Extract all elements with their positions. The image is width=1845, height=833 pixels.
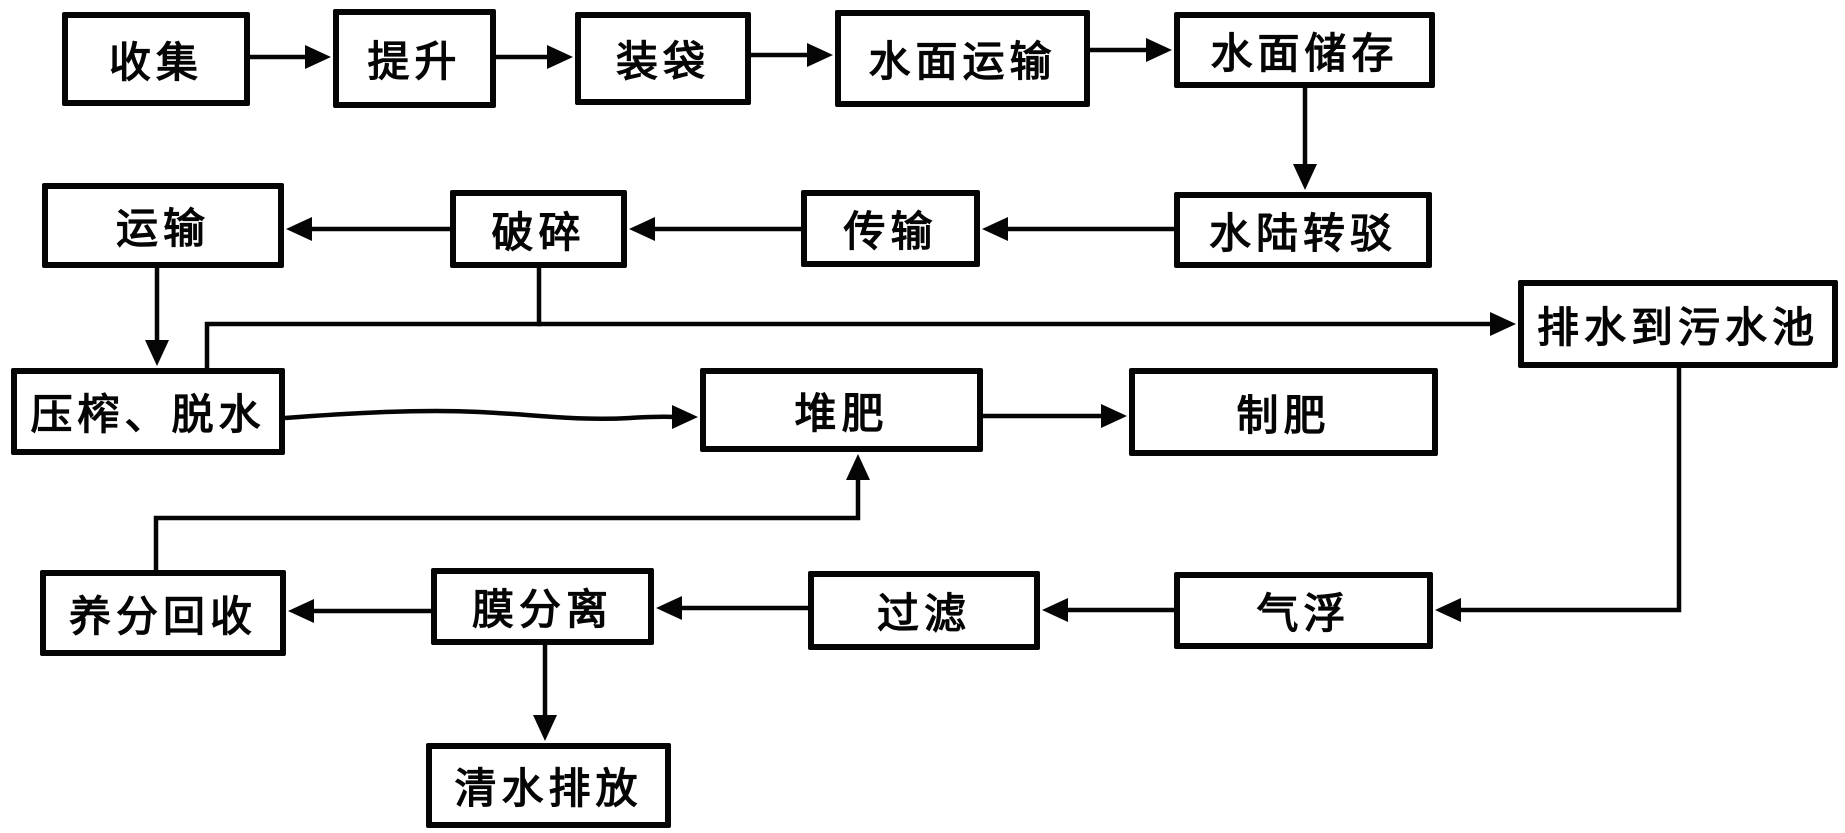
node-drain-to-sewage-pool: 排水到污水池: [1518, 280, 1838, 368]
edge-transport-press-dewater: [145, 265, 169, 366]
node-composting: 堆肥: [700, 368, 983, 452]
node-filtration: 过滤: [808, 571, 1040, 650]
edge-conveying-crushing: [629, 217, 804, 241]
node-fertilizer-making: 制肥: [1129, 368, 1438, 456]
node-air-flotation: 气浮: [1174, 572, 1433, 649]
edge-water-land-transfer-conveying: [982, 217, 1177, 241]
node-transport: 运输: [42, 183, 284, 268]
edge-membrane-separation-clean-water-discharge: [533, 642, 557, 741]
node-membrane-separation: 膜分离: [431, 568, 654, 645]
edge-water-surface-storage-water-land-transfer: [1293, 85, 1317, 190]
node-water-surface-transport: 水面运输: [835, 10, 1090, 107]
node-nutrient-recovery: 养分回收: [40, 570, 286, 656]
edge-bagging-water-surface-transport: [748, 43, 833, 67]
edge-water-surface-transport-storage: [1087, 38, 1172, 62]
node-press-dewater: 压榨、脱水: [11, 368, 285, 455]
edge-collect-lift: [247, 45, 331, 69]
node-bagging: 装袋: [575, 12, 751, 105]
node-conveying: 传输: [801, 190, 980, 267]
edge-composting-fertilizer-making: [980, 404, 1127, 428]
node-water-surface-storage: 水面储存: [1174, 12, 1435, 88]
node-clean-water-discharge: 清水排放: [426, 743, 671, 828]
edge-lift-bagging: [493, 45, 573, 69]
node-water-land-transfer: 水陆转驳: [1174, 192, 1432, 268]
edge-drain-to-sewage-pool-line: [204, 312, 1516, 369]
node-crushing: 破碎: [450, 190, 627, 268]
edge-air-flotation-filtration: [1042, 598, 1177, 622]
edge-drain-to-sewage-pool-air-flotation: [1435, 365, 1682, 622]
edge-press-dewater-composting: [284, 405, 698, 429]
edge-filtration-membrane-separation: [656, 596, 811, 620]
edge-nutrient-recovery-composting: [153, 454, 870, 573]
edge-crushing-transport: [286, 217, 453, 241]
node-collect: 收集: [62, 12, 250, 106]
node-lift: 提升: [333, 9, 496, 108]
edge-membrane-separation-nutrient-recovery: [288, 599, 434, 623]
